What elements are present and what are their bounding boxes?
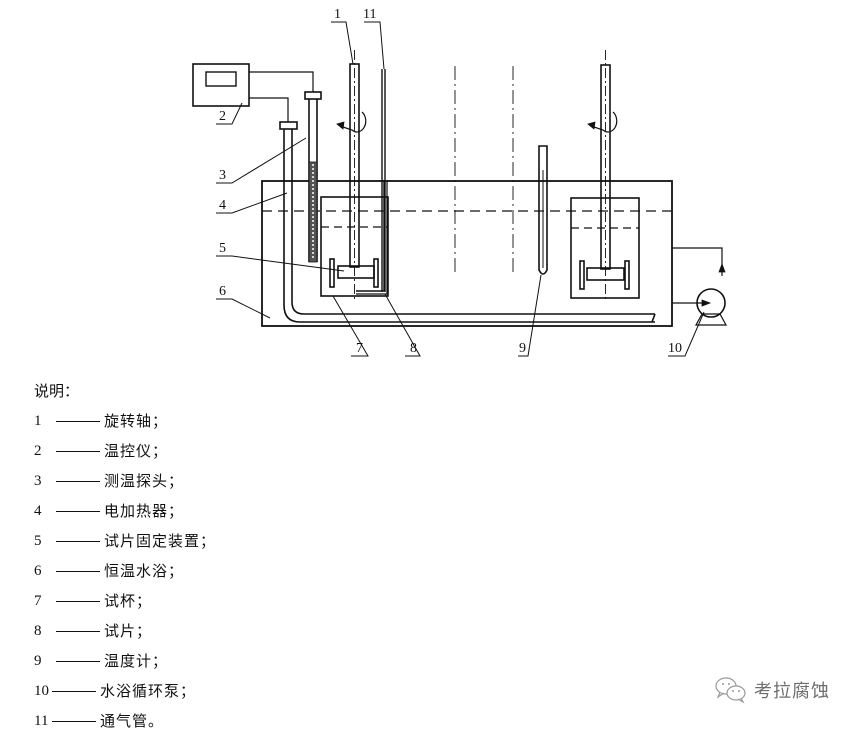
legend-text: 水浴循环泵； <box>100 682 197 700</box>
circulation-pump <box>672 247 728 326</box>
legend-dash <box>52 690 96 692</box>
wechat-icon <box>715 677 746 704</box>
rotating-shaft-right <box>587 50 618 300</box>
callout-7: 7 <box>356 341 363 356</box>
callout-3: 3 <box>219 168 226 183</box>
legend-item: 2 温控仪； <box>34 436 216 466</box>
legend-number: 5 <box>34 533 42 549</box>
legend-number: 11 <box>34 713 49 729</box>
watermark-text: 考拉腐蚀 <box>754 681 830 702</box>
callout-11: 11 <box>363 7 376 22</box>
legend-item: 7 试杯； <box>34 586 216 616</box>
legend-number: 4 <box>34 503 42 519</box>
callout-5: 5 <box>219 241 226 256</box>
legend-dash <box>52 720 96 722</box>
legend-text: 温控仪； <box>104 442 169 460</box>
electric-heater <box>279 121 656 323</box>
legend-dash <box>56 510 100 512</box>
legend-number: 3 <box>34 473 42 489</box>
legend-dash <box>56 480 100 482</box>
leader-lines <box>216 21 705 357</box>
legend-dash <box>56 600 100 602</box>
legend-number: 8 <box>34 623 42 639</box>
legend-item: 5 试片固定装置； <box>34 526 216 556</box>
callout-10: 10 <box>668 341 682 356</box>
legend-dash <box>56 450 100 452</box>
legend-text: 试片； <box>104 622 153 640</box>
legend-dash <box>56 630 100 632</box>
apparatus-diagram: 1 11 2 3 4 5 6 7 8 9 10 <box>192 7 728 357</box>
test-cup-left <box>320 196 389 297</box>
legend-text: 通气管。 <box>100 712 165 730</box>
callout-1: 1 <box>334 7 341 22</box>
legend: 说明： 1 旋转轴； 2 温控仪； 3 测温探头； 4 电加热器； 5 试片固定装置； 6… <box>34 376 216 736</box>
legend-item: 6 恒温水浴； <box>34 556 216 586</box>
legend-number: 10 <box>34 683 49 699</box>
test-piece <box>356 180 385 292</box>
callout-4: 4 <box>219 198 226 213</box>
legend-text: 温度计； <box>104 652 169 670</box>
gas-tube <box>381 69 386 292</box>
legend-item: 4 电加热器； <box>34 496 216 526</box>
legend-text: 电加热器； <box>104 502 185 520</box>
rotating-shaft-left <box>336 50 367 300</box>
legend-item: 8 试片； <box>34 616 216 646</box>
legend-number: 6 <box>34 563 42 579</box>
legend-item: 11 通气管。 <box>34 706 216 736</box>
legend-number: 7 <box>34 593 42 609</box>
watermark: 考拉腐蚀 <box>714 676 830 704</box>
temperature-controller <box>192 63 314 122</box>
legend-dash <box>56 540 100 542</box>
legend-text: 试片固定装置； <box>104 532 217 550</box>
callout-2: 2 <box>219 109 226 124</box>
legend-item: 9 温度计； <box>34 646 216 676</box>
callout-6: 6 <box>219 284 226 299</box>
water-bath <box>261 180 673 327</box>
legend-dash <box>56 570 100 572</box>
legend-item: 10 水浴循环泵； <box>34 676 216 706</box>
legend-item: 1 旋转轴； <box>34 406 216 436</box>
legend-dash <box>56 660 100 662</box>
legend-text: 测温探头； <box>104 472 185 490</box>
legend-item: 3 测温探头； <box>34 466 216 496</box>
legend-number: 2 <box>34 443 42 459</box>
legend-text: 试杯； <box>104 592 153 610</box>
callout-8: 8 <box>410 341 417 356</box>
legend-text: 恒温水浴； <box>104 562 185 580</box>
legend-number: 9 <box>34 653 42 669</box>
test-cup-right <box>570 197 640 299</box>
legend-number: 1 <box>34 413 42 429</box>
thermometer <box>538 145 548 275</box>
temperature-probe <box>304 91 322 263</box>
legend-dash <box>56 420 100 422</box>
legend-text: 旋转轴； <box>104 412 169 430</box>
callout-9: 9 <box>519 341 526 356</box>
legend-title: 说明： <box>34 382 80 400</box>
